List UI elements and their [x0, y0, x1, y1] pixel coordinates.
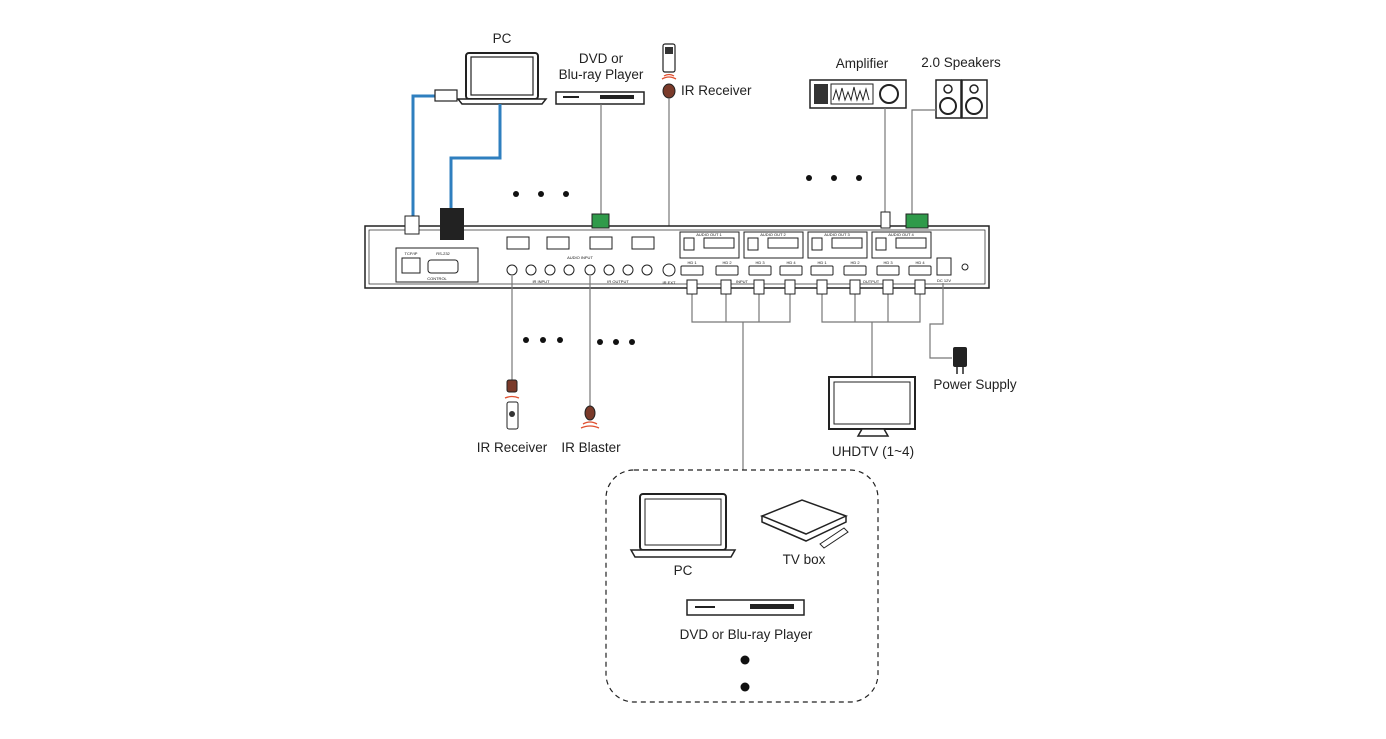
- dvd-top-label: DVD or: [579, 51, 624, 66]
- ir-receiver-bottom-label: IR Receiver: [477, 440, 548, 455]
- pc-laptop-top: [456, 52, 548, 105]
- ir-blaster: [580, 405, 600, 429]
- matrix-device: [364, 225, 990, 289]
- input-label: INPUT: [736, 279, 749, 284]
- output-label: OUTPUT: [863, 279, 880, 284]
- audio-out-4-label: AUDIO OUT 4: [888, 232, 914, 237]
- ir-blaster-label: IR Blaster: [561, 440, 621, 455]
- hdmi-out-4-label: HD 4: [915, 260, 925, 265]
- rj45-plug-icon: [434, 89, 458, 102]
- tcpip-label: TCP/IP: [405, 251, 418, 256]
- db9-connector-icon: [440, 208, 464, 240]
- rj45-connector-icon: [404, 215, 420, 235]
- speakers-label: 2.0 Speakers: [921, 55, 1001, 70]
- amplifier-label: Amplifier: [836, 56, 889, 71]
- hdmi-in-3-label: HD 3: [755, 260, 765, 265]
- ir-ext-label: IR EXT: [663, 280, 676, 285]
- uhdtv: [828, 376, 916, 437]
- power-supply-label: Power Supply: [933, 377, 1017, 392]
- control-label: CONTROL: [427, 276, 447, 281]
- pc-bottom-label: PC: [674, 563, 693, 578]
- uhdtv-label: UHDTV (1~4): [832, 444, 914, 459]
- audio-out-2-label: AUDIO OUT 2: [760, 232, 786, 237]
- hdmi-in-2-label: HD 2: [722, 260, 732, 265]
- ir-remote-top: [661, 43, 677, 99]
- tv-box: [760, 499, 849, 549]
- audio-input-label: AUDIO INPUT: [567, 255, 593, 260]
- rs232-label: RS-232: [436, 251, 450, 256]
- pc-laptop-bottom: [629, 493, 737, 558]
- hdmi-in-1-label: HD 1: [687, 260, 697, 265]
- optical-plug-icon: [880, 211, 891, 229]
- serial-cable: [449, 104, 502, 210]
- amplifier: [809, 79, 907, 109]
- dvd-bottom-label: DVD or Blu-ray Player: [680, 627, 813, 642]
- dvd-player-top: [555, 91, 645, 105]
- audio-out-1-label: AUDIO OUT 1: [696, 232, 722, 237]
- hdmi-out-1-label: HD 1: [817, 260, 827, 265]
- ethernet-cable: [411, 94, 446, 218]
- ir-output-label: IR OUTPUT: [607, 279, 629, 284]
- hdmi-in-4-label: HD 4: [786, 260, 796, 265]
- audio-out-3-label: AUDIO OUT 3: [824, 232, 850, 237]
- dvd-player-bottom: [686, 599, 805, 616]
- phoenix-connector-out-icon: [905, 213, 929, 229]
- pc-top-label: PC: [493, 31, 512, 46]
- dc-label: DC 12V: [937, 278, 951, 283]
- hdmi-plugs: [686, 279, 926, 295]
- speakers: [935, 79, 988, 119]
- ir-receiver-top-label: IR Receiver: [681, 83, 752, 98]
- phoenix-connector-icon: [591, 213, 610, 229]
- hdmi-out-3-label: HD 3: [883, 260, 893, 265]
- source-devices-group: [605, 469, 879, 703]
- ir-receiver-bottom: [504, 379, 520, 430]
- hdmi-out-2-label: HD 2: [850, 260, 860, 265]
- power-adapter: [953, 347, 967, 374]
- ir-input-label: IR INPUT: [532, 279, 550, 284]
- tv-box-label: TV box: [783, 552, 826, 567]
- ellipsis-dots: [513, 175, 862, 692]
- dvd-top-label-line2: Blu-ray Player: [559, 67, 644, 82]
